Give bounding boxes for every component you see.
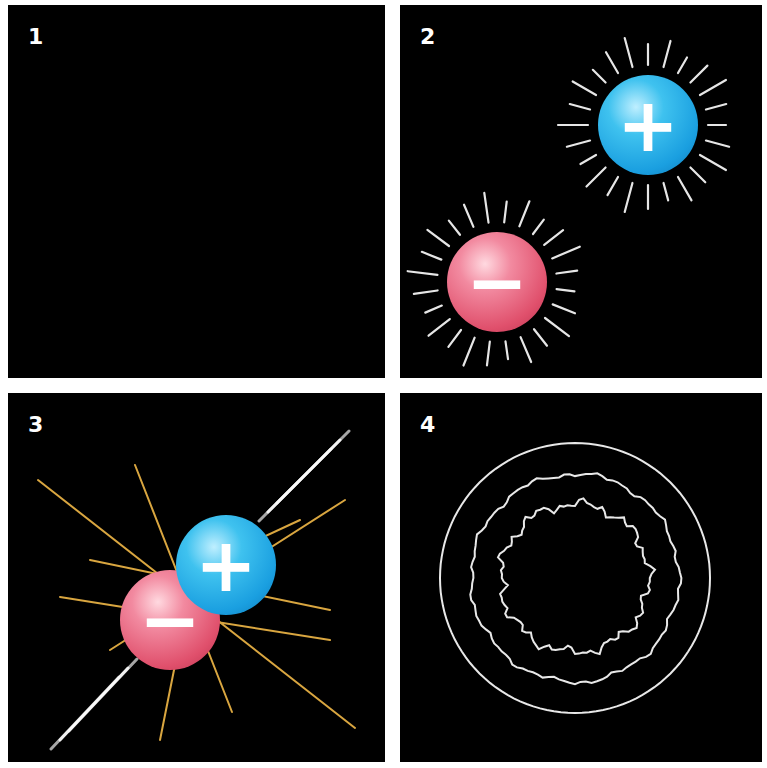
stroke (593, 70, 606, 83)
charge-sign: − (466, 245, 528, 319)
stroke (544, 230, 563, 245)
stroke (429, 319, 450, 336)
stroke (678, 177, 692, 200)
stroke (580, 155, 596, 164)
stroke (557, 289, 575, 291)
stroke (69, 659, 137, 731)
stroke (606, 52, 618, 73)
wave-ring (470, 473, 681, 684)
stroke (700, 155, 726, 170)
stroke (545, 318, 569, 336)
stroke (534, 329, 547, 346)
stroke (625, 38, 633, 67)
stroke (586, 167, 605, 186)
stroke (556, 271, 577, 274)
stroke (664, 41, 671, 67)
stroke (425, 306, 442, 313)
stroke (422, 252, 441, 260)
stroke (484, 193, 488, 223)
charge-sign: + (195, 528, 257, 602)
negative-charge: − (447, 232, 547, 332)
wave-rings (440, 443, 710, 713)
stroke (664, 183, 669, 200)
stroke (505, 341, 508, 359)
stroke (647, 44, 649, 65)
stroke (277, 431, 349, 503)
stroke (700, 80, 726, 95)
panel-number: 3 (28, 414, 43, 436)
energy-rays (38, 465, 355, 740)
charge-sign: + (617, 88, 679, 162)
stroke (573, 82, 596, 96)
panel (400, 5, 762, 378)
stroke (414, 290, 438, 293)
stroke (552, 247, 580, 259)
panel-number: 2 (420, 26, 435, 48)
stroke (463, 338, 474, 366)
stroke (558, 124, 588, 126)
panel-number: 1 (28, 26, 43, 48)
stroke (427, 230, 449, 246)
stroke (504, 202, 507, 223)
positive-charge: + (176, 515, 276, 615)
stroke (521, 337, 532, 362)
motion-streaks (51, 431, 349, 749)
stroke (519, 201, 529, 226)
stroke (38, 480, 355, 728)
panel (8, 5, 385, 378)
stroke (706, 104, 726, 109)
panel-number: 4 (420, 414, 435, 436)
wave-ring (440, 443, 710, 713)
stroke (487, 342, 490, 366)
stroke (608, 177, 619, 195)
stroke (706, 141, 729, 147)
stroke (690, 66, 707, 83)
stroke (408, 271, 438, 275)
stroke (625, 183, 633, 212)
positive-charge: + (598, 75, 698, 175)
panel (400, 393, 762, 762)
stroke (678, 57, 687, 73)
stroke (708, 124, 726, 126)
charge-rays (408, 38, 729, 365)
stroke (464, 205, 473, 227)
stroke (553, 304, 575, 313)
wave-ring (498, 498, 655, 654)
panel (8, 393, 385, 762)
stroke (570, 104, 590, 109)
stroke (448, 330, 461, 347)
stroke (533, 220, 544, 234)
stroke (449, 221, 460, 235)
stroke (690, 167, 705, 182)
stroke (647, 185, 649, 209)
stroke (567, 141, 590, 147)
